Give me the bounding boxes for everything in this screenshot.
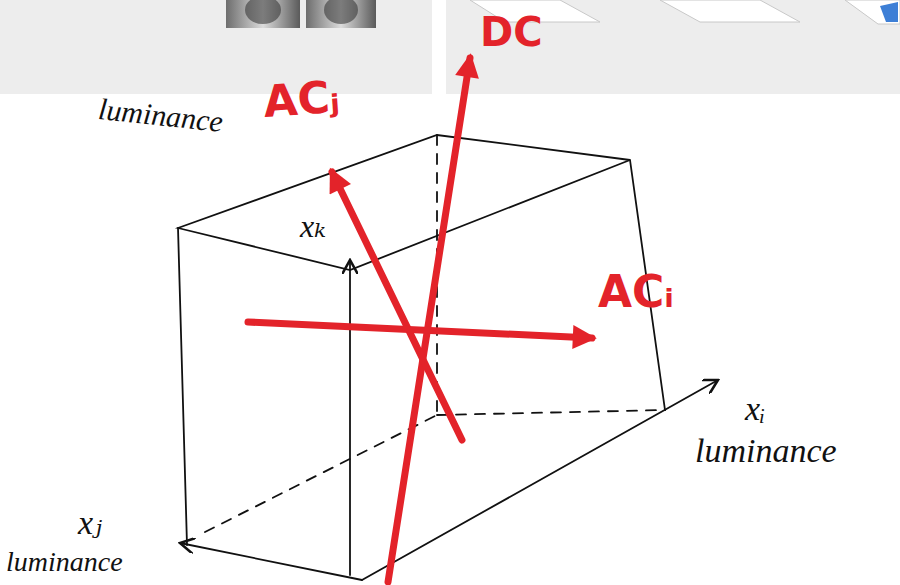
right-panel [446, 0, 900, 94]
basis-vectors [248, 58, 592, 582]
plot-thumbnail [845, 0, 900, 24]
aci-vector [248, 322, 592, 338]
basis-vector-label: ACᵢ [598, 270, 674, 314]
plot-thumbnail [660, 0, 800, 22]
xk-axis [349, 260, 351, 575]
top-image-strip [0, 0, 900, 94]
axis-unit-label: luminance [695, 434, 837, 468]
axis-unit-label: luminance [97, 94, 224, 137]
hidden-edge [437, 410, 665, 415]
axis-name: xⱼ [78, 506, 102, 540]
acj-vector [332, 172, 462, 440]
axis-unit-label: luminance [6, 548, 123, 576]
axis-name: xₖ [300, 210, 326, 242]
axis-name: xᵢ [745, 392, 765, 426]
cube-top-face [178, 135, 630, 270]
xj-axis [180, 543, 362, 580]
blue-plot-patch [880, 2, 898, 22]
basis-vector-label: DC [480, 12, 543, 52]
basis-vector-label: ACⱼ [262, 75, 341, 124]
cube-edge [178, 228, 187, 545]
left-panel [0, 0, 432, 94]
